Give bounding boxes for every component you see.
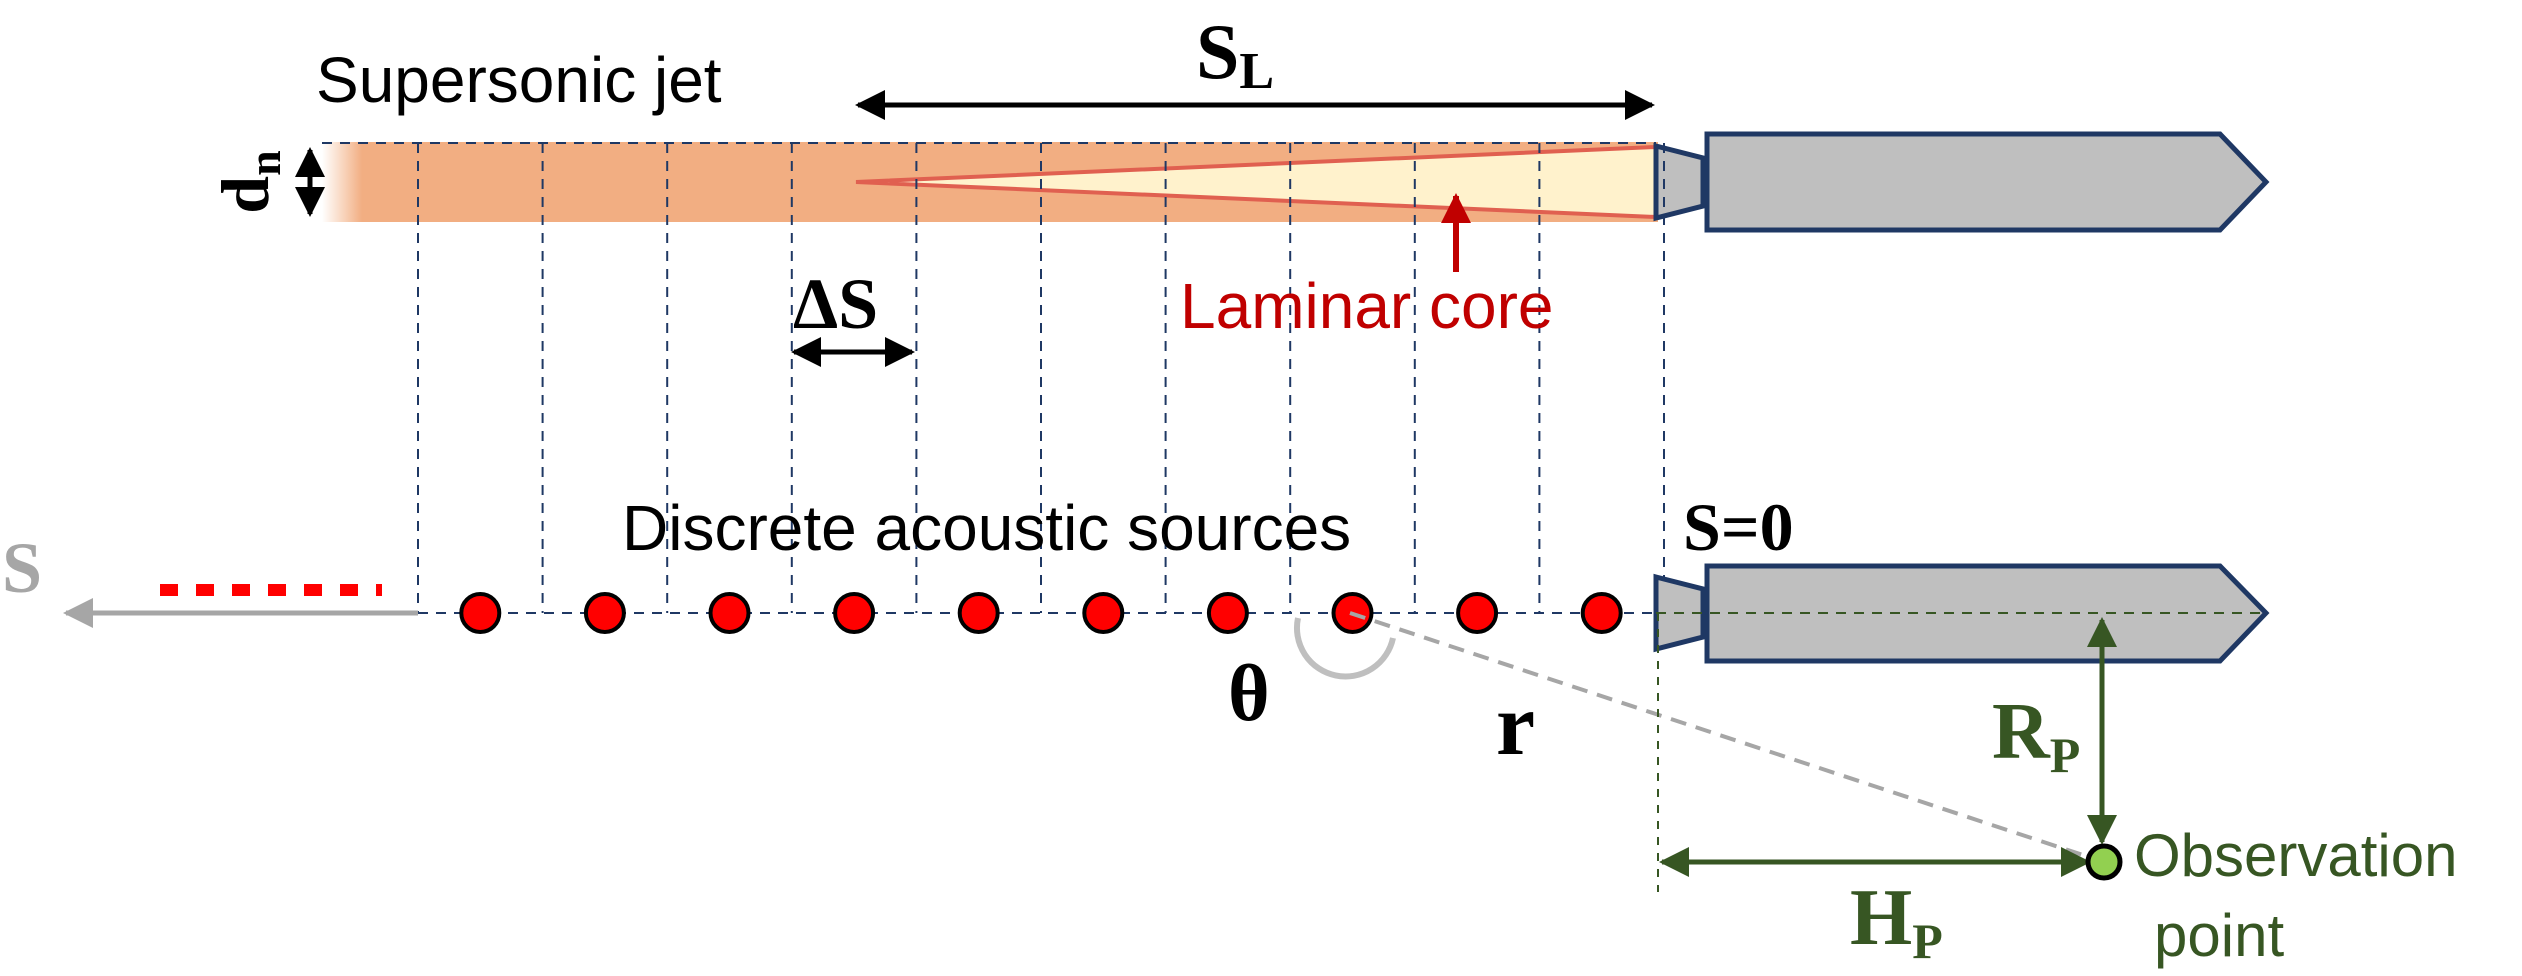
acoustic-source xyxy=(1082,592,1125,634)
dn-label: dn xyxy=(207,150,290,213)
rp-label: RP xyxy=(1992,688,2080,783)
observation-point-label-line1: Observation xyxy=(2134,822,2458,889)
laminar-core-label: Laminar core xyxy=(1180,270,1554,342)
supersonic-jet-label: Supersonic jet xyxy=(316,44,722,116)
observation-point-label-line2: point xyxy=(2154,902,2284,969)
acoustic-source xyxy=(1456,592,1499,634)
acoustic-source xyxy=(708,592,751,634)
acoustic-sources xyxy=(459,592,1623,634)
segment-lines xyxy=(417,143,1665,613)
acoustic-source xyxy=(833,592,876,634)
hp-label: HP xyxy=(1850,874,1943,969)
discrete-sources-label: Discrete acoustic sources xyxy=(622,492,1351,564)
acoustic-source xyxy=(583,592,626,634)
acoustic-source xyxy=(1206,592,1249,634)
s-zero-label: S=0 xyxy=(1683,489,1794,565)
upper-nozzle xyxy=(1653,142,1706,222)
theta-arc xyxy=(1293,617,1396,680)
acoustic-source xyxy=(459,592,502,634)
propagation-ray xyxy=(1349,611,2105,864)
r-label: r xyxy=(1496,677,1535,774)
upper-rocket-body xyxy=(1704,131,2270,233)
acoustic-source xyxy=(957,592,1000,634)
observation-point-marker xyxy=(2085,843,2123,881)
theta-arc-inner xyxy=(1305,617,1386,664)
acoustic-source xyxy=(1580,592,1623,634)
sl-label: SL xyxy=(1196,8,1274,100)
delta-s-label: ΔS xyxy=(793,264,878,344)
theta-label: θ xyxy=(1228,650,1270,738)
s-axis-label: S xyxy=(2,528,42,608)
